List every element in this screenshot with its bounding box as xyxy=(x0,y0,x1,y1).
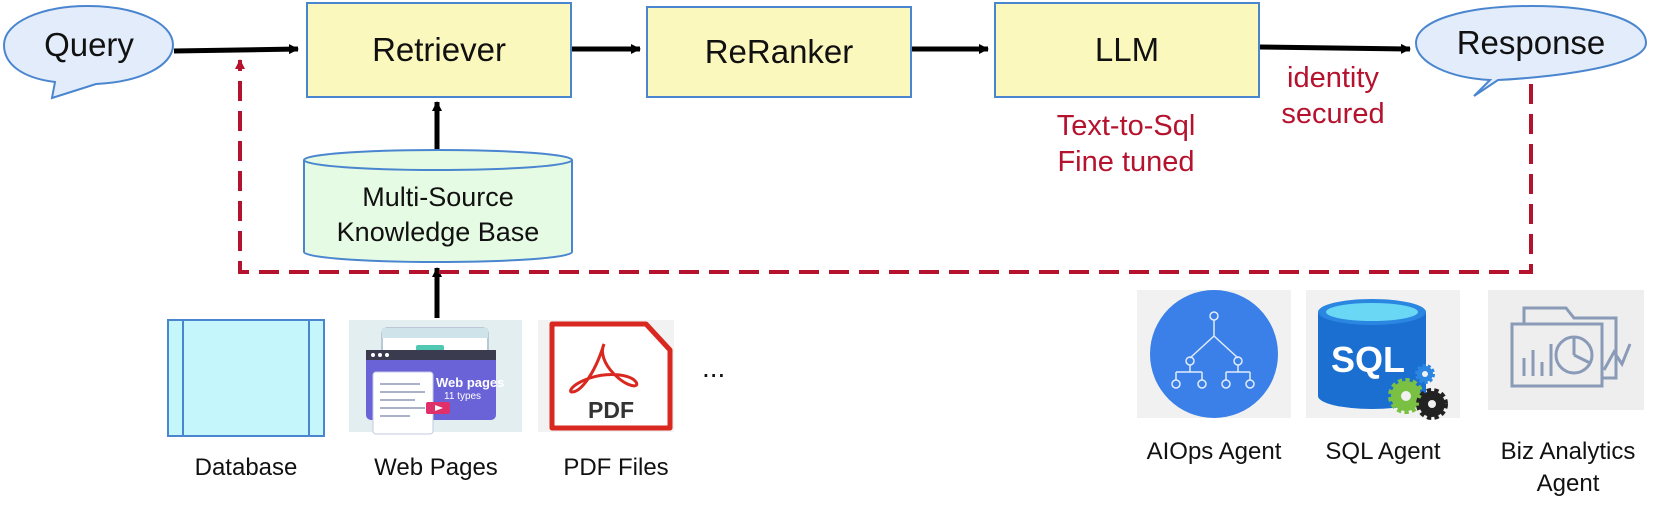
retriever-box: Retriever xyxy=(306,2,572,98)
arrow-llm-to-response xyxy=(1258,43,1411,54)
analytics-dashboard-icon xyxy=(1488,290,1644,410)
web-pages-icon: Web pages 11 types xyxy=(349,320,522,435)
knowledge-base-label: Multi-Source Knowledge Base xyxy=(304,180,572,250)
database-caption: Database xyxy=(194,454,298,481)
arrow-query-to-retriever xyxy=(173,44,299,55)
pdf-files-caption: PDF Files xyxy=(563,454,669,481)
feedback-loop-dashed xyxy=(235,59,1533,274)
reranker-label: ReRanker xyxy=(704,33,854,70)
web-pages-icon-title: Web pages xyxy=(436,375,504,390)
llm-annotation-line1: Text-to-Sql xyxy=(1056,110,1196,142)
biz-analytics-agent-caption: Biz Analytics Agent xyxy=(1478,436,1658,500)
response-label: Response xyxy=(1456,24,1606,61)
sql-icon-label: SQL xyxy=(1331,339,1405,380)
more-sources-ellipsis: ... xyxy=(702,352,726,383)
llm-annotation-line2: Fine tuned xyxy=(1057,146,1195,178)
knowledge-base-cylinder xyxy=(303,149,573,263)
biz-analytics-caption-line2: Agent xyxy=(1536,470,1600,497)
pdf-icon-label: PDF xyxy=(588,397,634,423)
knowledge-base-line2: Knowledge Base xyxy=(336,217,540,247)
web-pages-caption: Web Pages xyxy=(374,454,498,481)
response-annotation-line2: secured xyxy=(1281,98,1385,130)
response-annotation: identity secured xyxy=(1258,60,1408,132)
llm-box: LLM xyxy=(994,2,1260,98)
llm-annotation: Text-to-Sql Fine tuned xyxy=(1016,108,1236,180)
pdf-file-icon: PDF xyxy=(538,320,674,432)
web-pages-icon-subtitle: 11 types xyxy=(444,391,481,402)
biz-analytics-caption-line1: Biz Analytics xyxy=(1500,438,1636,465)
response-annotation-line1: identity xyxy=(1287,62,1379,94)
response-bubble xyxy=(1414,4,1648,97)
hierarchy-tree-icon xyxy=(1137,290,1291,418)
sql-database-gears-icon: SQL xyxy=(1306,290,1460,420)
llm-label: LLM xyxy=(1094,31,1160,68)
sql-agent-caption: SQL Agent xyxy=(1325,438,1441,465)
knowledge-base-line1: Multi-Source xyxy=(362,182,514,212)
database-table-icon xyxy=(167,319,325,437)
query-bubble xyxy=(2,4,175,100)
reranker-box: ReRanker xyxy=(646,6,912,98)
aiops-agent-caption: AIOps Agent xyxy=(1146,438,1282,465)
query-label: Query xyxy=(44,26,134,63)
retriever-label: Retriever xyxy=(372,31,506,68)
